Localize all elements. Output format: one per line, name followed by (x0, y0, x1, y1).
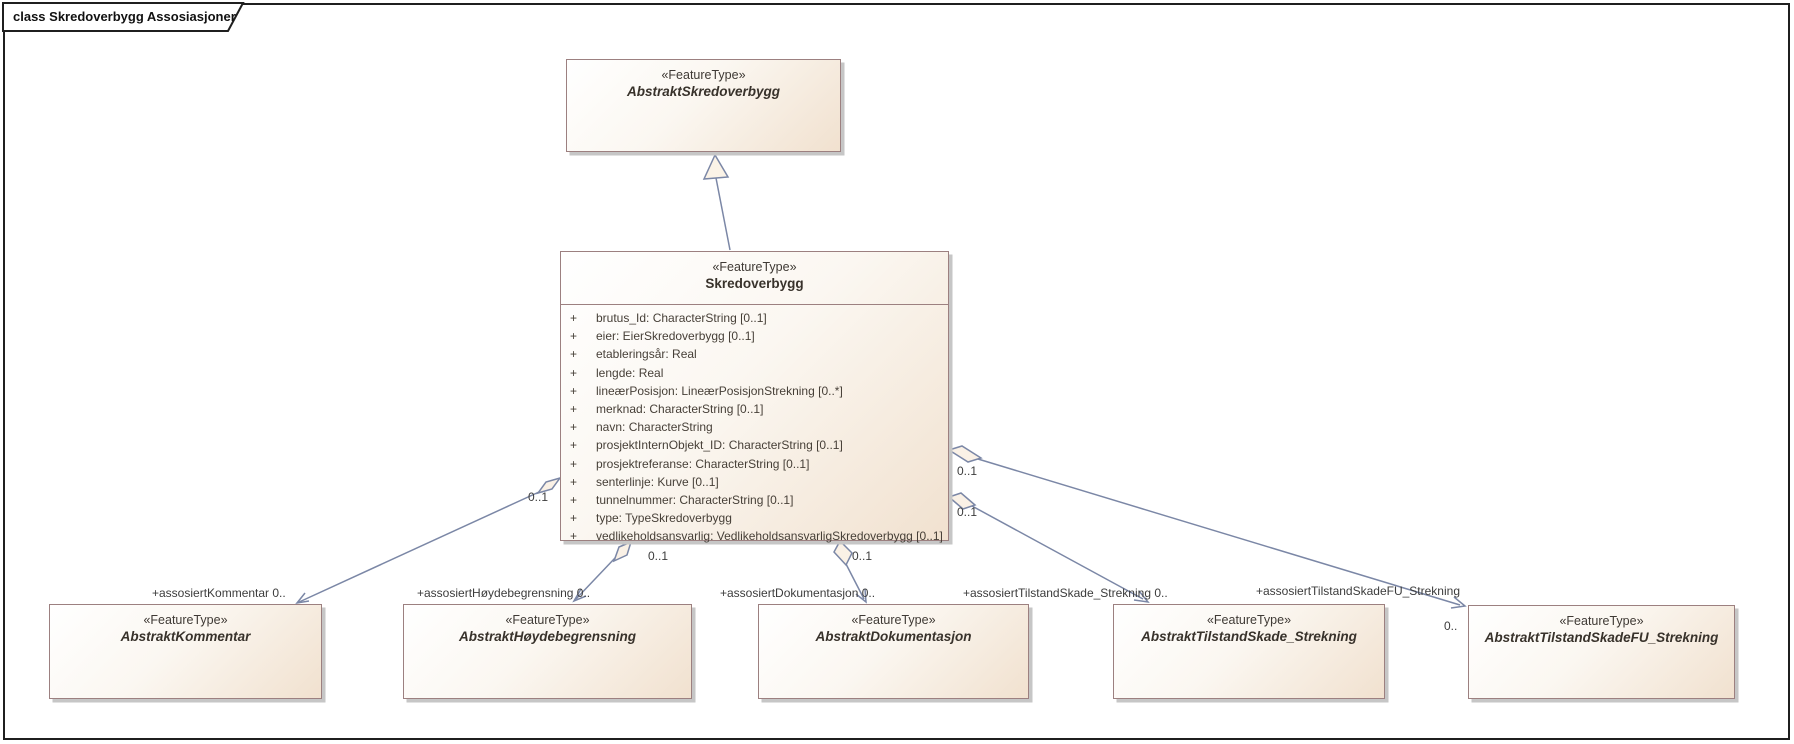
attribute-row: + lengde: Real (561, 365, 948, 383)
open-arrowhead-icon (295, 592, 310, 605)
source-multiplicity-tilstandskade: 0..1 (957, 505, 978, 519)
attribute-visibility: + (570, 420, 578, 435)
attribute-text: vedlikeholdsansvarlig: Vedlikeholdsansva… (596, 529, 943, 544)
attribute-text: merknad: CharacterString [0..1] (596, 401, 764, 416)
attribute-text: prosjektInternObjekt_ID: CharacterString… (596, 438, 843, 453)
class-name: AbstraktTilstandSkadeFU_Strekning (1484, 630, 1719, 645)
class-abstrakt-hoydebegrensning[interactable]: «FeatureType» AbstraktHøydebegrensning (403, 604, 692, 699)
attribute-row: + navn: CharacterString (561, 419, 948, 437)
target-multiplicity-tilstandskadefu: 0.. (1444, 619, 1458, 633)
attribute-text: lengde: Real (596, 365, 664, 380)
class-abstrakt-dokumentasjon[interactable]: «FeatureType» AbstraktDokumentasjon (758, 604, 1029, 699)
attribute-row: + etableringsår: Real (561, 346, 948, 364)
stereotype: «FeatureType» (505, 613, 590, 627)
stereotype: «FeatureType» (851, 613, 936, 627)
stereotype: «FeatureType» (1559, 614, 1644, 628)
aggregation-diamond-icon (536, 476, 562, 495)
attribute-row: + merknad: CharacterString [0..1] (561, 401, 948, 419)
association-label-tilstandskadefu: +assosiertTilstandSkadeFU_Strekning (1256, 584, 1460, 598)
stereotype: «FeatureType» (1206, 613, 1292, 627)
diagram-frame (3, 3, 1790, 740)
attribute-row: + lineærPosisjon: LineærPosisjonStreknin… (561, 383, 948, 401)
association-label-hoydebegrensning: +assosiertHøydebegrensning 0.. (417, 586, 591, 600)
attribute-visibility: + (570, 383, 578, 398)
attribute-visibility: + (570, 311, 578, 325)
class-abstrakt-tilstandskade-strekning[interactable]: «FeatureType» AbstraktTilstandSkade_Stre… (1113, 604, 1385, 699)
attribute-row: + senterlinje: Kurve [0..1] (561, 474, 948, 492)
association-tilstandskade-edge[interactable] (947, 492, 1150, 604)
source-multiplicity-kommentar: 0..1 (528, 490, 549, 504)
aggregation-diamond-icon (612, 540, 633, 563)
class-abstrakt-kommentar[interactable]: «FeatureType» AbstraktKommentar (49, 604, 322, 699)
attribute-list: + brutus_Id: CharacterString [0..1] + ei… (561, 305, 948, 546)
class-name: AbstraktTilstandSkade_Strekning (1141, 629, 1357, 644)
class-header: «FeatureType» Skredoverbygg (561, 260, 948, 305)
class-name: AbstraktHøydebegrensning (458, 629, 637, 644)
attribute-text: prosjektreferanse: CharacterString [0..1… (596, 456, 810, 471)
class-name: AbstraktDokumentasjon (815, 629, 972, 644)
class-abstrakt-tilstandskadefu-strekning[interactable]: «FeatureType» AbstraktTilstandSkadeFU_St… (1468, 605, 1735, 699)
attribute-text: brutus_Id: CharacterString [0..1] (596, 311, 767, 325)
class-abstrakt-skredoverbygg[interactable]: «FeatureType» AbstraktSkredoverbygg (566, 59, 841, 152)
class-name: AbstraktSkredoverbygg (626, 84, 781, 99)
association-label-tilstandskade: +assosiertTilstandSkade_Strekning 0.. (963, 586, 1168, 600)
attribute-row: + type: TypeSkredoverbygg (561, 510, 948, 528)
attribute-text: lineærPosisjon: LineærPosisjonStrekning … (596, 383, 843, 398)
class-skredoverbygg[interactable]: «FeatureType» Skredoverbygg + brutus_Id:… (560, 251, 949, 543)
open-arrowhead-icon (572, 588, 587, 603)
attribute-text: eier: EierSkredoverbygg [0..1] (596, 329, 755, 344)
aggregation-diamond-icon (947, 445, 983, 463)
attribute-visibility: + (570, 401, 578, 416)
open-arrowhead-icon (1450, 596, 1467, 609)
attribute-visibility: + (570, 347, 578, 362)
attribute-row: + tunnelnummer: CharacterString [0..1] (561, 492, 948, 510)
source-multiplicity-dokumentasjon: 0..1 (852, 549, 873, 563)
generalization-triangle-icon (702, 153, 730, 180)
attribute-visibility: + (570, 438, 578, 453)
association-dokumentasjon-edge[interactable] (833, 539, 867, 604)
attribute-row: + brutus_Id: CharacterString [0..1] (561, 310, 948, 328)
attribute-text: navn: CharacterString (596, 420, 713, 435)
source-multiplicity-tilstandskadefu: 0..1 (957, 464, 978, 478)
association-tilstandskadefu-edge[interactable] (947, 445, 1467, 609)
attribute-row: + prosjektreferanse: CharacterString [0.… (561, 456, 948, 474)
aggregation-diamond-icon (947, 492, 977, 510)
attribute-visibility: + (570, 365, 578, 380)
aggregation-diamond-icon (833, 539, 853, 567)
attribute-visibility: + (570, 529, 578, 544)
frame-title-tab (2, 2, 245, 32)
attribute-row: + eier: EierSkredoverbygg [0..1] (561, 328, 948, 346)
class-name: AbstraktKommentar (120, 629, 251, 644)
attribute-visibility: + (570, 474, 578, 489)
stereotype: «FeatureType» (661, 68, 746, 82)
attribute-row: + vedlikeholdsansvarlig: Vedlikeholdsans… (561, 528, 948, 546)
attribute-visibility: + (570, 456, 578, 471)
association-kommentar-edge[interactable] (295, 476, 562, 605)
frame-title: class Skredoverbygg Assosiasjoner (13, 9, 236, 24)
attribute-visibility: + (570, 329, 578, 344)
stereotype: «FeatureType» (712, 260, 797, 274)
association-hoydebegrensning-edge[interactable] (572, 540, 633, 603)
attribute-text: etableringsår: Real (596, 347, 697, 362)
association-label-dokumentasjon: +assosiertDokumentasjon 0.. (720, 586, 876, 600)
attribute-row: + prosjektInternObjekt_ID: CharacterStri… (561, 437, 948, 455)
class-name: Skredoverbygg (705, 276, 804, 291)
open-arrowhead-icon (855, 588, 867, 604)
attribute-text: senterlinje: Kurve [0..1] (596, 474, 719, 489)
source-multiplicity-hoydebegrensning: 0..1 (648, 549, 669, 563)
association-label-kommentar: +assosiertKommentar 0.. (152, 586, 286, 600)
attribute-visibility: + (570, 511, 578, 526)
attribute-visibility: + (570, 492, 578, 507)
open-arrowhead-icon (1133, 590, 1150, 604)
stereotype: «FeatureType» (143, 613, 228, 627)
generalization-edge[interactable] (702, 153, 731, 251)
attribute-text: type: TypeSkredoverbygg (596, 511, 732, 526)
attribute-text: tunnelnummer: CharacterString [0..1] (596, 492, 794, 507)
